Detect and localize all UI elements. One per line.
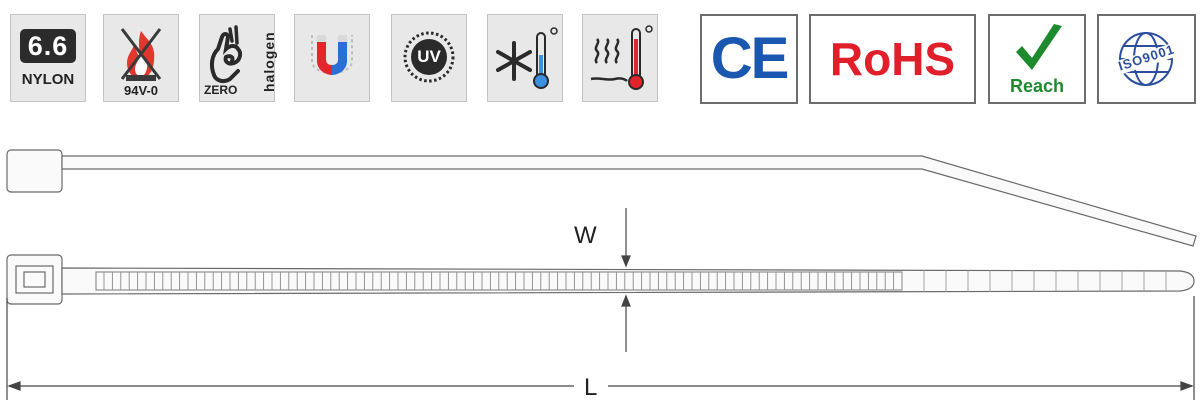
cable-tie-side-view — [6, 149, 1197, 247]
reach-certification-badge: Reach — [988, 14, 1086, 104]
length-dimension — [6, 296, 1195, 400]
flame-rating-text: 94V-0 — [124, 83, 158, 98]
heat-thermometer-icon — [590, 25, 653, 90]
ce-mark: CE — [710, 26, 790, 91]
heat-resistant-icon — [582, 14, 658, 102]
length-label: L — [584, 374, 598, 401]
snowflake-thermometer-icon — [496, 27, 558, 89]
uv-resistant-icon: UV — [391, 14, 467, 102]
cold-resistant-icon — [487, 14, 563, 102]
zero-text: ZERO — [204, 83, 238, 97]
nylon-grade-text: 6.6 — [27, 31, 69, 61]
sun-icon — [403, 31, 455, 83]
width-dimension — [621, 208, 631, 352]
rohs-certification-badge: RoHS — [809, 14, 976, 104]
width-label: W — [574, 222, 597, 249]
tie-head — [6, 254, 63, 305]
flame-retardant-icon: 94V-0 — [103, 14, 179, 102]
iso9001-certification-badge: ISO9001 — [1097, 14, 1196, 104]
checkmark-icon — [1016, 24, 1062, 70]
hand-ok-icon — [209, 25, 243, 84]
nylon-6-6-icon: 6.6 NYLON — [10, 14, 86, 102]
reach-text: Reach — [1009, 76, 1065, 96]
flame-icon — [120, 28, 162, 81]
zero-halogen-icon: ZERO halogen — [199, 14, 277, 102]
nylon-grade-badge — [20, 29, 76, 63]
nylon-label: NYLON — [21, 71, 75, 88]
ce-certification-badge: CE — [700, 14, 798, 104]
rohs-mark: RoHS — [829, 33, 956, 85]
uv-text: UV — [417, 47, 441, 66]
globe-icon — [1114, 32, 1178, 86]
cable-tie-top-view — [6, 254, 1195, 305]
non-magnetic-icon — [294, 14, 370, 102]
magnet-icon — [311, 35, 353, 75]
tie-strap — [61, 267, 1195, 295]
